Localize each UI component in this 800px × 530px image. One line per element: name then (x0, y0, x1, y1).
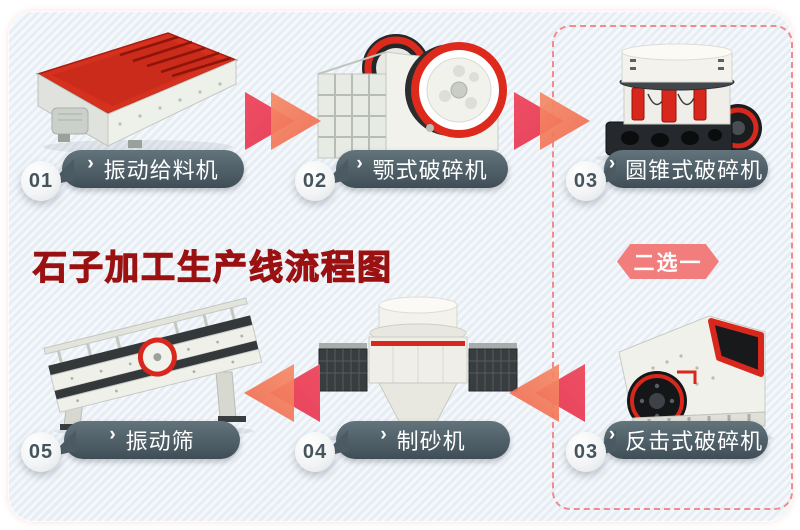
cone-crusher-illustration (596, 43, 762, 164)
station-name: 振动筛 (125, 429, 195, 454)
label-bubble-vibrating-feeder: › 振动给料机 (47, 150, 244, 188)
label-bubble-jaw-crusher: › 颚式破碎机 (321, 150, 508, 188)
page-title: 石子加工生产线流程图 (32, 248, 393, 287)
station-name: 反击式破碎机 (625, 429, 764, 454)
station-name: 圆锥式破碎机 (625, 158, 764, 183)
step-number-03-bottom: 03 (566, 432, 606, 472)
vibrating-feeder-illustration (36, 32, 238, 154)
label-bubble-cone-crusher: › 圆锥式破碎机 (589, 150, 768, 188)
step-number-01: 01 (21, 161, 61, 201)
chevron-right-icon: › (356, 153, 364, 174)
station-name: 颚式破碎机 (372, 158, 488, 183)
chevron-right-icon: › (608, 153, 617, 174)
sand-maker-illustration (318, 296, 518, 444)
label-bubble-impact-crusher: › 反击式破碎机 (589, 421, 768, 459)
station-name: 制砂机 (396, 429, 466, 454)
chevron-right-icon: › (87, 153, 95, 174)
step-number-04: 04 (295, 432, 335, 472)
step-number-02: 02 (295, 161, 335, 201)
double-arrow-left-icon-1 (509, 364, 585, 422)
double-arrow-right-icon-2 (514, 92, 590, 150)
step-number-03-top: 03 (566, 161, 606, 201)
double-arrow-right-icon-1 (245, 92, 321, 150)
choose-one-badge: 二选一 (617, 244, 719, 279)
vibrating-screen-illustration (43, 297, 263, 437)
chevron-right-icon: › (109, 424, 117, 445)
chevron-right-icon: › (380, 424, 388, 445)
label-bubble-sand-maker: › 制砂机 (321, 421, 510, 459)
double-arrow-left-icon-2 (244, 364, 320, 422)
chevron-right-icon: › (608, 424, 617, 445)
station-name: 振动给料机 (103, 158, 219, 183)
label-bubble-vibrating-screen: › 振动筛 (49, 421, 240, 459)
jaw-crusher-illustration (317, 34, 507, 161)
choose-one-dashed-group (552, 25, 793, 510)
step-number-05: 05 (21, 432, 61, 472)
